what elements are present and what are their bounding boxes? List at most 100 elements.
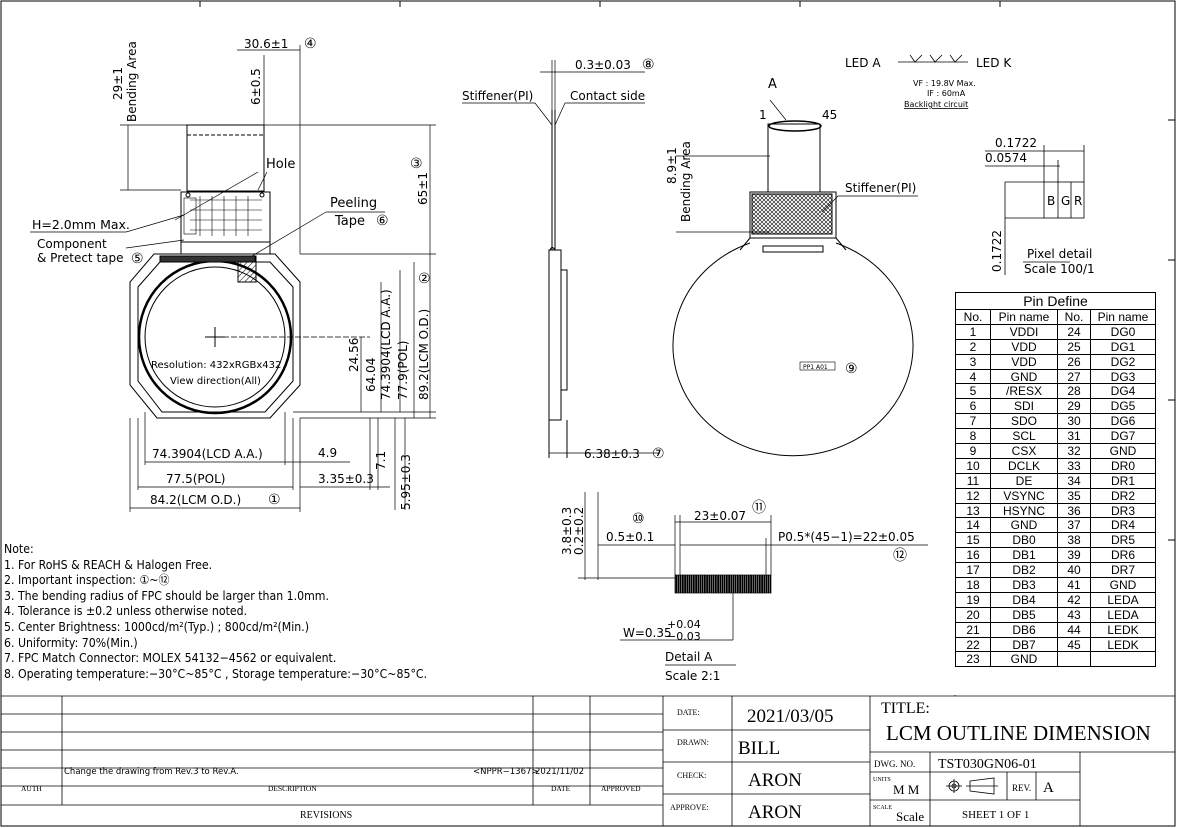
detail-dim-38: 3.8±0.3	[560, 507, 574, 555]
note-item: 4. Tolerance is ±0.2 unless otherwise no…	[4, 604, 248, 619]
table-cell: DG0	[1090, 323, 1156, 340]
dim-bend-back: 8.9±1	[665, 147, 679, 184]
table-cell: 24	[1057, 323, 1091, 340]
notes-block: Note: 1. For RoHS & REACH & Halogen Free…	[4, 542, 427, 682]
table-cell: 33	[1057, 457, 1091, 474]
title-block-lines	[1, 695, 1175, 826]
dim-49: 4.9	[318, 446, 337, 460]
table-cell: 34	[1057, 472, 1091, 489]
table-cell: DR4	[1090, 517, 1156, 534]
pixel-sub-g: G	[1061, 194, 1070, 208]
dim-lcd-aa-v: 74.3904(LCD A.A.)	[379, 289, 393, 400]
dwg-number: TST030GN06-01	[938, 757, 1037, 772]
table-cell: DG7	[1090, 428, 1156, 445]
table-cell: 29	[1057, 398, 1091, 415]
ref-9: ⑨	[845, 361, 858, 377]
rev-value: A	[1043, 780, 1054, 796]
table-cell: 19	[955, 591, 991, 608]
revisions-footer: REVISIONS	[300, 810, 352, 821]
table-cell: HSYNC	[990, 502, 1058, 519]
table-cell: 22	[955, 636, 991, 653]
table-cell: 40	[1057, 562, 1091, 579]
revision-desc: Change the drawing from Rev.3 to Rev.A.	[64, 767, 239, 777]
table-cell: VDD	[990, 353, 1058, 370]
table-cell: 3	[955, 353, 991, 370]
table-cell: CSX	[990, 443, 1058, 459]
table-cell: DR1	[1090, 472, 1156, 489]
table-cell: 7	[955, 413, 991, 430]
table-cell: 17	[955, 562, 991, 579]
table-cell: 23	[955, 651, 991, 668]
table-cell: DR3	[1090, 502, 1156, 519]
table-cell: DG1	[1090, 338, 1156, 355]
table-cell: 6	[955, 398, 991, 415]
front-view	[30, 45, 436, 512]
table-cell: DB6	[990, 621, 1058, 638]
table-cell: 9	[955, 443, 991, 459]
col-auth: AUTH	[21, 784, 42, 793]
label-tape: Tape	[334, 214, 365, 229]
pin-define-title: Pin Define	[955, 292, 1156, 310]
table-cell: DB2	[990, 562, 1058, 579]
header-no-1: No.	[955, 309, 991, 325]
col-date: DATE	[551, 784, 571, 793]
dim-thickness: 0.3±0.03	[575, 58, 631, 72]
table-cell: DB3	[990, 577, 1058, 593]
table-cell: DB4	[990, 591, 1058, 608]
table-cell: /RESX	[990, 383, 1058, 400]
col-description: DESCRIPTION	[268, 784, 317, 793]
notes-heading: Note:	[4, 542, 34, 556]
table-cell: 10	[955, 457, 991, 474]
note-item: 3. The bending radius of FPC should be l…	[4, 588, 329, 603]
table-cell: LEDA	[1090, 591, 1156, 608]
table-cell: GND	[990, 517, 1058, 534]
dim-lcm-od-v: 89.2(LCM O.D.)	[417, 309, 431, 400]
label-bend-back: Bending Area	[679, 141, 693, 222]
pixel-scale-label: Scale 100/1	[1024, 262, 1095, 276]
label-contact-side: Contact side	[570, 89, 645, 103]
pixel-sub-r: R	[1074, 194, 1082, 208]
scale-label: SCALE	[873, 805, 892, 811]
pixel-dim-h: 0.1722	[990, 230, 1004, 272]
check-value: ARON	[748, 770, 802, 791]
table-cell: VSYNC	[990, 487, 1058, 504]
note-item: 5. Center Brightness: 1000cd/m²(Typ.) ; …	[4, 619, 310, 634]
table-cell: VDD	[990, 338, 1058, 355]
label-pin-45: 45	[822, 108, 837, 122]
dim-pol-v: 77.9(POL)	[396, 341, 410, 400]
table-cell: DR7	[1090, 562, 1156, 579]
led-vf: VF : 19.8V Max.	[913, 79, 976, 88]
label-hole: Hole	[266, 157, 295, 172]
table-cell: GND	[1090, 577, 1156, 593]
label-sticker: PP1 A01	[803, 364, 828, 371]
table-cell: DR6	[1090, 547, 1156, 564]
table-cell: DB5	[990, 606, 1058, 623]
table-cell: 42	[1057, 591, 1091, 608]
table-cell: DE	[990, 472, 1058, 489]
table-cell: DCLK	[990, 457, 1058, 474]
side-view	[462, 60, 660, 458]
table-cell: 4	[955, 368, 991, 385]
ref-5: ⑤	[131, 251, 144, 267]
pixel-dim-w2: 0.0574	[985, 151, 1027, 165]
rev-label: REV.	[1012, 783, 1031, 793]
note-item: 2. Important inspection: ①~⑫	[4, 573, 170, 588]
table-cell: 37	[1057, 517, 1091, 534]
table-cell: DB7	[990, 636, 1058, 653]
ref-2: ②	[418, 271, 431, 287]
table-cell: 35	[1057, 487, 1091, 504]
detail-w-plus: +0.04	[667, 618, 701, 631]
